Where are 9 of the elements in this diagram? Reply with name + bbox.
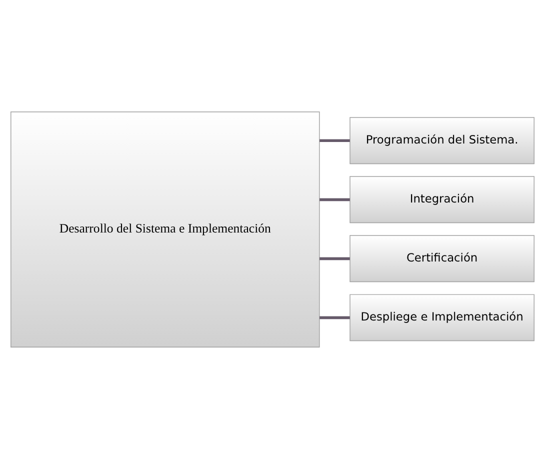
node-box: Programación del Sistema. — [350, 116, 534, 164]
connector — [320, 138, 350, 142]
node-box: Certificación — [350, 234, 534, 282]
node-box: Desarrollo del Sistema e Implementación — [10, 111, 320, 347]
connector — [320, 316, 350, 319]
node-box: Integración — [350, 176, 534, 223]
connector — [320, 198, 350, 201]
connector — [320, 256, 350, 260]
node-box: Despliege e Implementación — [350, 294, 534, 341]
